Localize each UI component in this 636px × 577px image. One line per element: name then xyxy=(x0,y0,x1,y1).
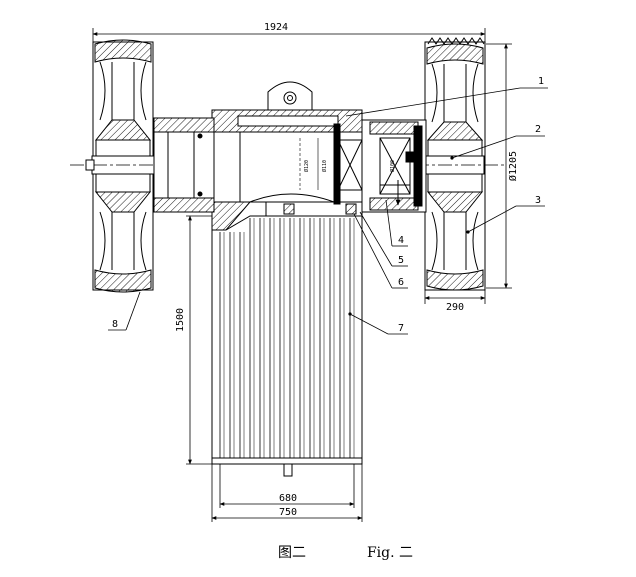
caption-english: Fig. 二 xyxy=(367,545,413,561)
left-bearing-block xyxy=(153,117,215,213)
dim-pulley-diameter: Ø1205 xyxy=(507,151,519,181)
right-bearing-block xyxy=(361,119,427,213)
callout-leaders xyxy=(108,87,548,335)
caption-chinese: 图二 xyxy=(278,545,306,561)
bore-label-c: Ø100 xyxy=(389,160,396,172)
callout-8: 8 xyxy=(112,319,118,330)
callout-6: 6 xyxy=(398,277,404,288)
drum-flutes xyxy=(219,218,355,458)
callout-2: 2 xyxy=(535,124,541,135)
callout-7: 7 xyxy=(398,323,404,334)
bore-label-a: Ø120 xyxy=(303,160,310,172)
dim-drum-length: 1500 xyxy=(175,308,186,332)
bore-label-b: Ø110 xyxy=(321,160,328,172)
dim-drum-inner: 680 xyxy=(279,493,297,504)
callout-4: 4 xyxy=(398,235,404,246)
dim-pulley-width: 290 xyxy=(446,302,464,313)
dimension-lines xyxy=(92,28,512,522)
callout-5: 5 xyxy=(398,255,404,266)
drum xyxy=(211,215,363,477)
callout-1: 1 xyxy=(538,76,544,87)
dim-overall-width: 1924 xyxy=(264,22,288,33)
callout-3: 3 xyxy=(535,195,541,206)
dim-drum-outer: 750 xyxy=(279,507,297,518)
